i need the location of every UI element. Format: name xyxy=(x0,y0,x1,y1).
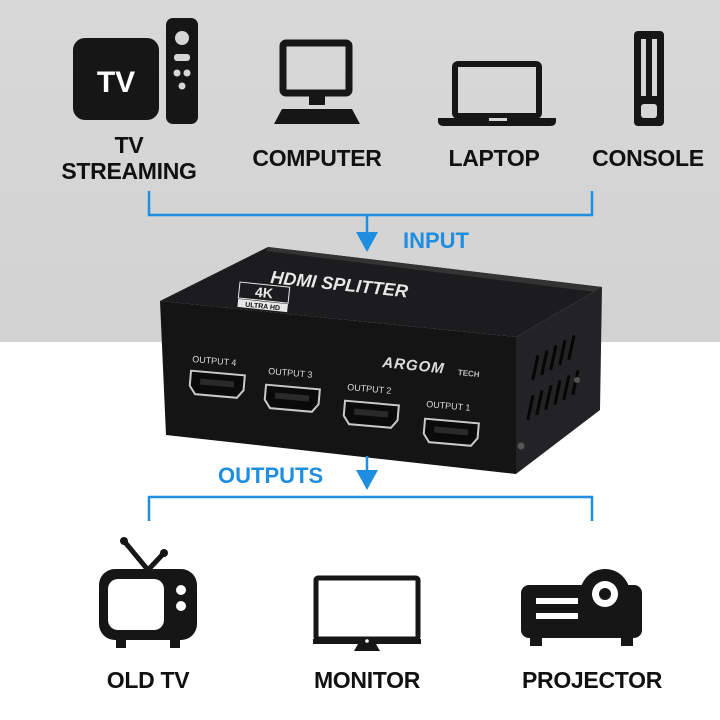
svg-text:4K: 4K xyxy=(254,284,273,302)
screw-icon xyxy=(574,377,580,383)
hdmi-port-icon xyxy=(422,417,480,447)
hdmi-port-icon xyxy=(342,399,400,429)
tv-icon-text: TV xyxy=(97,66,135,99)
console-icon xyxy=(634,31,664,126)
monitor-icon xyxy=(313,575,421,651)
port-label-1: OUTPUT 1 xyxy=(426,399,471,413)
tv-streaming-icon: TV xyxy=(73,18,198,124)
label-laptop: LAPTOP xyxy=(448,145,540,171)
output-arrow-icon xyxy=(356,470,378,490)
laptop-icon xyxy=(438,61,556,126)
label-tv-streaming-line1: TV xyxy=(114,132,144,158)
old-tv-icon xyxy=(99,537,197,648)
computer-icon xyxy=(274,39,360,124)
screw-icon xyxy=(517,442,525,450)
label-computer: COMPUTER xyxy=(252,145,382,171)
outputs-label: OUTPUTS xyxy=(218,463,324,488)
label-monitor: MONITOR xyxy=(313,667,421,693)
port-label-4: OUTPUT 4 xyxy=(192,354,237,368)
input-connector xyxy=(147,191,594,252)
port-label-3: OUTPUT 3 xyxy=(268,366,313,380)
input-label: INPUT xyxy=(403,228,469,253)
label-projector: PROJECTOR xyxy=(521,667,663,693)
hdmi-port-icon xyxy=(188,369,246,399)
svg-text:ULTRA HD: ULTRA HD xyxy=(245,302,281,313)
brand-sub: TECH xyxy=(457,368,480,379)
brand-logo: ARGOM xyxy=(381,354,446,378)
label-tv-streaming: TV STREAMING xyxy=(49,132,209,184)
hdmi-port-icon xyxy=(263,383,321,413)
projector-icon xyxy=(521,569,642,646)
port-label-2: OUTPUT 2 xyxy=(347,382,392,396)
hdmi-splitter-device: HDMI SPLITTER 4K ULTRA HD ARGOM TECH OUT… xyxy=(160,247,602,474)
4k-badge: 4K ULTRA HD xyxy=(237,281,291,313)
label-old-tv: OLD TV xyxy=(106,667,190,693)
label-tv-streaming-line2: STREAMING xyxy=(61,158,197,184)
output-connector xyxy=(147,456,594,521)
label-console: CONSOLE xyxy=(592,145,704,171)
input-arrow-icon xyxy=(356,232,378,252)
